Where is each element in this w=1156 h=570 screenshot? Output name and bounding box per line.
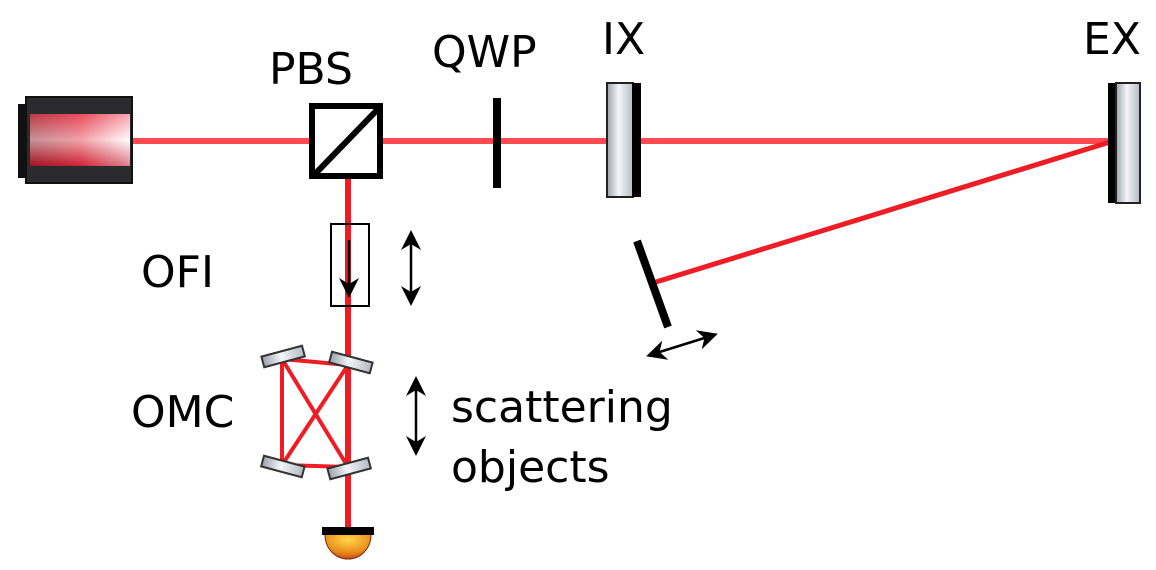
ofi-label: OFI (141, 247, 214, 298)
qwp-label: QWP (432, 27, 537, 78)
qwp-plate (493, 98, 501, 188)
omc-cross-beam-2 (280, 363, 350, 467)
pbs-cube (309, 103, 383, 179)
ix-mirror (606, 82, 641, 198)
ex-mirror (1108, 82, 1141, 204)
photodetector (322, 527, 374, 560)
omc-mirror-bottom-right (326, 456, 373, 481)
ofi-isolator (330, 223, 370, 307)
omc-mirror-top-right (327, 350, 374, 375)
steering-mirror (633, 239, 672, 329)
scattering-label-line1: scattering (451, 382, 673, 433)
beam-ex-return (655, 139, 1111, 285)
omc-mirror-bottom-left (259, 454, 306, 479)
omc-mirror-top-left (260, 344, 307, 369)
steering-motion-arrow (646, 330, 718, 360)
omc-cavity (259, 344, 374, 481)
laser-source (18, 96, 133, 184)
scattering-label-line2: objects (451, 442, 610, 493)
omc-label: OMC (131, 387, 234, 438)
pbs-label: PBS (269, 44, 353, 95)
ex-label: EX (1083, 14, 1141, 65)
ix-label: IX (602, 14, 645, 65)
